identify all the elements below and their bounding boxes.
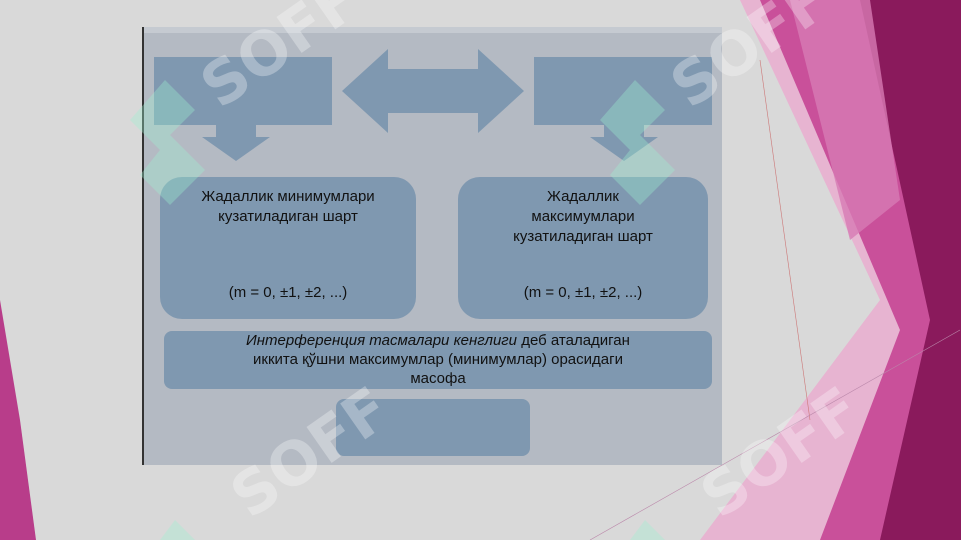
double-arrow [342, 49, 524, 133]
left-magenta-shape [0, 300, 36, 540]
minimum-card-heading: Жадаллик минимумлари кузатиладиган шарт [201, 188, 375, 225]
top-right-box [534, 57, 712, 125]
diagram-arrows [202, 49, 658, 161]
definition-line-1: Интерференция тасмалари кенглиги деб ата… [164, 331, 712, 350]
fringe-width-definition: Интерференция тасмалари кенглиги деб ата… [164, 331, 712, 389]
definition-line-2: иккита қўшни максимумлар (минимумлар) ор… [253, 351, 623, 368]
top-left-box [154, 57, 332, 125]
pink-accent-shape [790, 0, 900, 240]
bottom-empty-box [336, 399, 530, 456]
decor-line [589, 329, 961, 540]
definition-term: Интерференция тасмалари кенглиги [246, 332, 518, 349]
minimum-card-formula: (m = 0, ±1, ±2, ...) [228, 284, 348, 301]
maximum-card-formula: (m = 0, ±1, ±2, ...) [523, 284, 643, 301]
decor-line [759, 59, 811, 421]
maximum-card-heading: Жадаллик максимумлари кузатиладиган шарт [513, 188, 653, 245]
slide-top-band [144, 27, 722, 33]
definition-line-3: масофа [410, 370, 466, 387]
maximum-condition-card: Жадаллик максимумлари кузатиладиган шарт… [458, 177, 708, 319]
diagram-slide: Жадаллик минимумлари кузатиладиган шарт … [142, 27, 722, 465]
minimum-condition-card: Жадаллик минимумлари кузатиладиган шарт … [160, 177, 416, 319]
down-arrow-right [590, 125, 658, 161]
definition-rest: деб аталадиган [517, 332, 630, 349]
magenta-dark-shape [860, 0, 961, 540]
down-arrow-left [202, 125, 270, 161]
